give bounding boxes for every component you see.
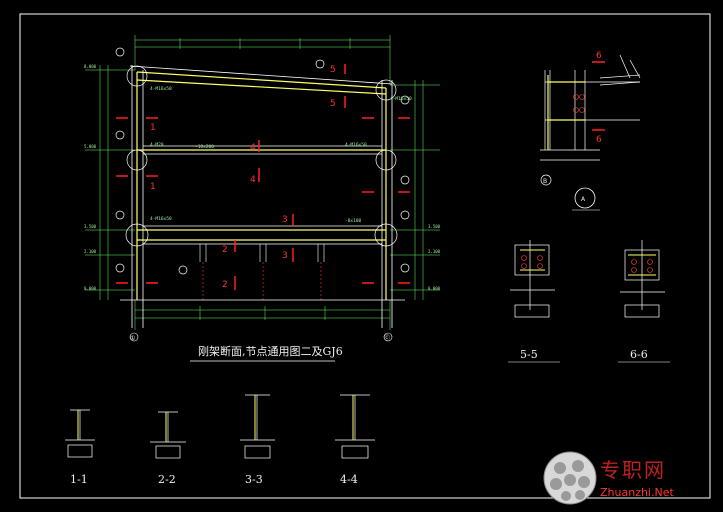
axis-bubble-right: [383, 332, 393, 342]
axis-label-right: Ⓒ: [384, 334, 390, 342]
cut-label-3a: 3: [282, 215, 288, 225]
right-dimension-chain: [390, 80, 440, 300]
detail-b-bubble: [540, 174, 552, 186]
beams: [143, 145, 382, 245]
annotation-member-b: 4-M20: [150, 142, 164, 148]
section-1-1: 1-1: [65, 409, 95, 486]
cut-label-4a: 4: [250, 143, 256, 153]
watermark: 专职网 Zhuanzhi.Net: [540, 448, 720, 510]
annotation-member-d: 4-M16x50: [150, 216, 172, 222]
bottom-dimension-chain: [134, 300, 391, 330]
dashed-hangers: [202, 262, 322, 300]
detail-a-cut-6a: 6: [596, 51, 602, 61]
cut-label-2a: 2: [222, 245, 228, 255]
detail-b-label: B: [543, 178, 547, 185]
section-4-4: 4-4: [335, 394, 375, 486]
elevation-beam-right: 3.500: [428, 224, 441, 229]
elevation-low: 2.100: [84, 249, 97, 254]
elevation-top: 8.000: [84, 64, 97, 69]
section-label-6-6: 6-6: [630, 348, 648, 361]
hangers: [199, 244, 325, 262]
section-cut-marks: [116, 64, 410, 290]
section-label-4-4: 4-4: [340, 473, 358, 486]
elevation-beam: 3.500: [84, 224, 97, 229]
elevation-low-right: 2.100: [428, 249, 441, 254]
cut-label-5a: 5: [330, 65, 336, 75]
section-2-2: 2-2: [150, 411, 186, 486]
annotation-member-a: 4-M16x50: [150, 86, 172, 92]
joint-circles: [115, 47, 410, 275]
watermark-en: Zhuanzhi.Net: [600, 486, 674, 499]
section-3-3: 3-3: [240, 394, 275, 486]
axis-label-left: ①: [130, 335, 135, 342]
cut-label-4b: 4: [250, 175, 256, 185]
left-dimension-chain: [85, 65, 135, 300]
section-label-5-5: 5-5: [520, 348, 538, 361]
annotation-member-e: 4-M16x50: [345, 142, 367, 148]
frame-elevation: 1 1 2 2 3 3 4 4 5 5 4-M16x50 4-M20 -10x2…: [84, 35, 441, 362]
elevation-ground-right: 0.000: [428, 286, 441, 291]
elevation-ground: 0.000: [84, 286, 97, 291]
detail-a: 6 6 B A: [540, 51, 641, 211]
cut-label-5b: 5: [330, 99, 336, 109]
section-5-5: 5-5: [508, 240, 560, 363]
cut-label-1a: 1: [150, 123, 156, 133]
detail-a-cut-6b: 6: [596, 135, 602, 145]
roof-rafter: [129, 65, 393, 85]
detail-a-label: A: [581, 196, 586, 203]
annotation-member-c: -10x200: [195, 144, 214, 150]
cut-label-3b: 3: [282, 251, 288, 261]
cut-label-1b: 1: [150, 182, 156, 192]
section-label-2-2: 2-2: [158, 473, 176, 486]
cut-label-2b: 2: [222, 280, 228, 290]
axis-bubble-left: [129, 332, 139, 342]
steel-members: [136, 71, 387, 300]
section-label-1-1: 1-1: [70, 473, 88, 486]
section-6-6: 6-6: [618, 240, 670, 363]
top-dimension-chain: [134, 35, 391, 85]
annotation-member-g: 4-M16x50: [390, 96, 412, 102]
watermark-globe-icon: [543, 451, 597, 505]
elevation-mid: 5.000: [84, 144, 97, 149]
watermark-cn: 专职网: [600, 458, 666, 482]
section-label-3-3: 3-3: [245, 473, 263, 486]
annotation-member-f: -8x180: [345, 218, 362, 224]
columns: [131, 65, 393, 328]
drawing-frame: [19, 13, 711, 499]
main-title: 刚架断面,节点通用图二及GJ6: [198, 344, 343, 358]
detail-a-bubble: [574, 187, 596, 209]
